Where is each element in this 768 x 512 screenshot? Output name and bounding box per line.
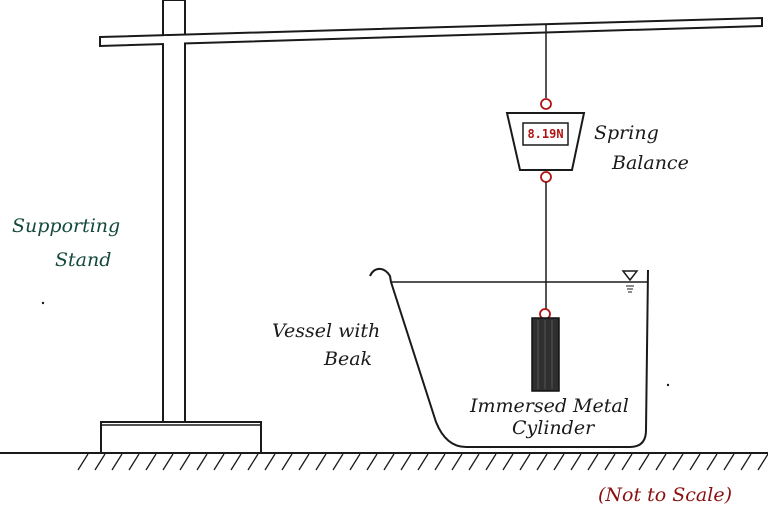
balance-reading: 8.19N — [527, 127, 563, 141]
stand-pole-joint — [164, 36, 184, 45]
hatch-line — [349, 453, 361, 471]
label-stand-line1: Supporting — [12, 215, 120, 237]
hatch-line — [604, 453, 616, 471]
spring-balance: 8.19N — [505, 25, 586, 320]
label-cylinder-line1: Immersed Metal — [469, 395, 629, 417]
label-balance-line1: Spring — [594, 122, 659, 144]
label-cylinder-line2: Cylinder — [512, 417, 596, 439]
hatch-line — [621, 453, 633, 471]
hatch-line — [366, 453, 378, 471]
hatch-line — [298, 453, 310, 471]
pencil-dot — [41, 301, 45, 305]
pencil-dot — [666, 383, 670, 387]
label-balance-line2: Balance — [611, 152, 689, 174]
metal-cylinder — [531, 317, 560, 392]
ground-hatching — [77, 453, 768, 471]
hatch-line — [672, 453, 684, 471]
hatch-line — [570, 453, 582, 471]
label-stand-line2: Stand — [55, 249, 111, 271]
hatch-line — [213, 453, 225, 471]
label-vessel-line1: Vessel with — [272, 320, 380, 342]
hatch-line — [111, 453, 123, 471]
balance-display — [522, 122, 569, 146]
hatch-line — [587, 453, 599, 471]
hatch-line — [740, 453, 752, 471]
hatch-line — [77, 453, 89, 471]
hatch-line — [247, 453, 259, 471]
label-vessel-line2: Beak — [323, 348, 372, 370]
hatch-line — [162, 453, 174, 471]
hatch-line — [502, 453, 514, 471]
vessel-outline — [369, 267, 649, 448]
hatch-line — [230, 453, 242, 471]
hatch-line — [434, 453, 446, 471]
vessel-with-beak — [369, 267, 649, 448]
stand-arm — [99, 16, 763, 48]
hatch-line — [723, 453, 735, 471]
hatch-line — [451, 453, 463, 471]
water-level-icon — [621, 270, 639, 282]
hatch-line — [94, 453, 106, 471]
hatch-line — [383, 453, 395, 471]
hatch-line — [757, 453, 768, 471]
hatch-line — [468, 453, 480, 471]
hatch-line — [553, 453, 565, 471]
hatch-line — [128, 453, 140, 471]
ground — [0, 452, 768, 471]
stand-base — [100, 421, 262, 454]
hatch-line — [485, 453, 497, 471]
hatch-line — [706, 453, 718, 471]
hatch-line — [519, 453, 531, 471]
scale-note: (Not to Scale) — [598, 484, 732, 506]
hatch-line — [417, 453, 429, 471]
hatch-line — [196, 453, 208, 471]
hatch-line — [315, 453, 327, 471]
hatch-line — [264, 453, 276, 471]
hatch-line — [638, 453, 650, 471]
supporting-stand — [99, 0, 763, 454]
hatch-line — [332, 453, 344, 471]
balance-bottom-hook — [540, 171, 552, 183]
hatch-line — [655, 453, 667, 471]
hatch-line — [536, 453, 548, 471]
hatch-line — [281, 453, 293, 471]
stand-pole — [162, 0, 186, 423]
hatch-line — [400, 453, 412, 471]
hatch-line — [145, 453, 157, 471]
hatch-line — [179, 453, 191, 471]
balance-top-hook — [540, 98, 552, 110]
hatch-line — [689, 453, 701, 471]
